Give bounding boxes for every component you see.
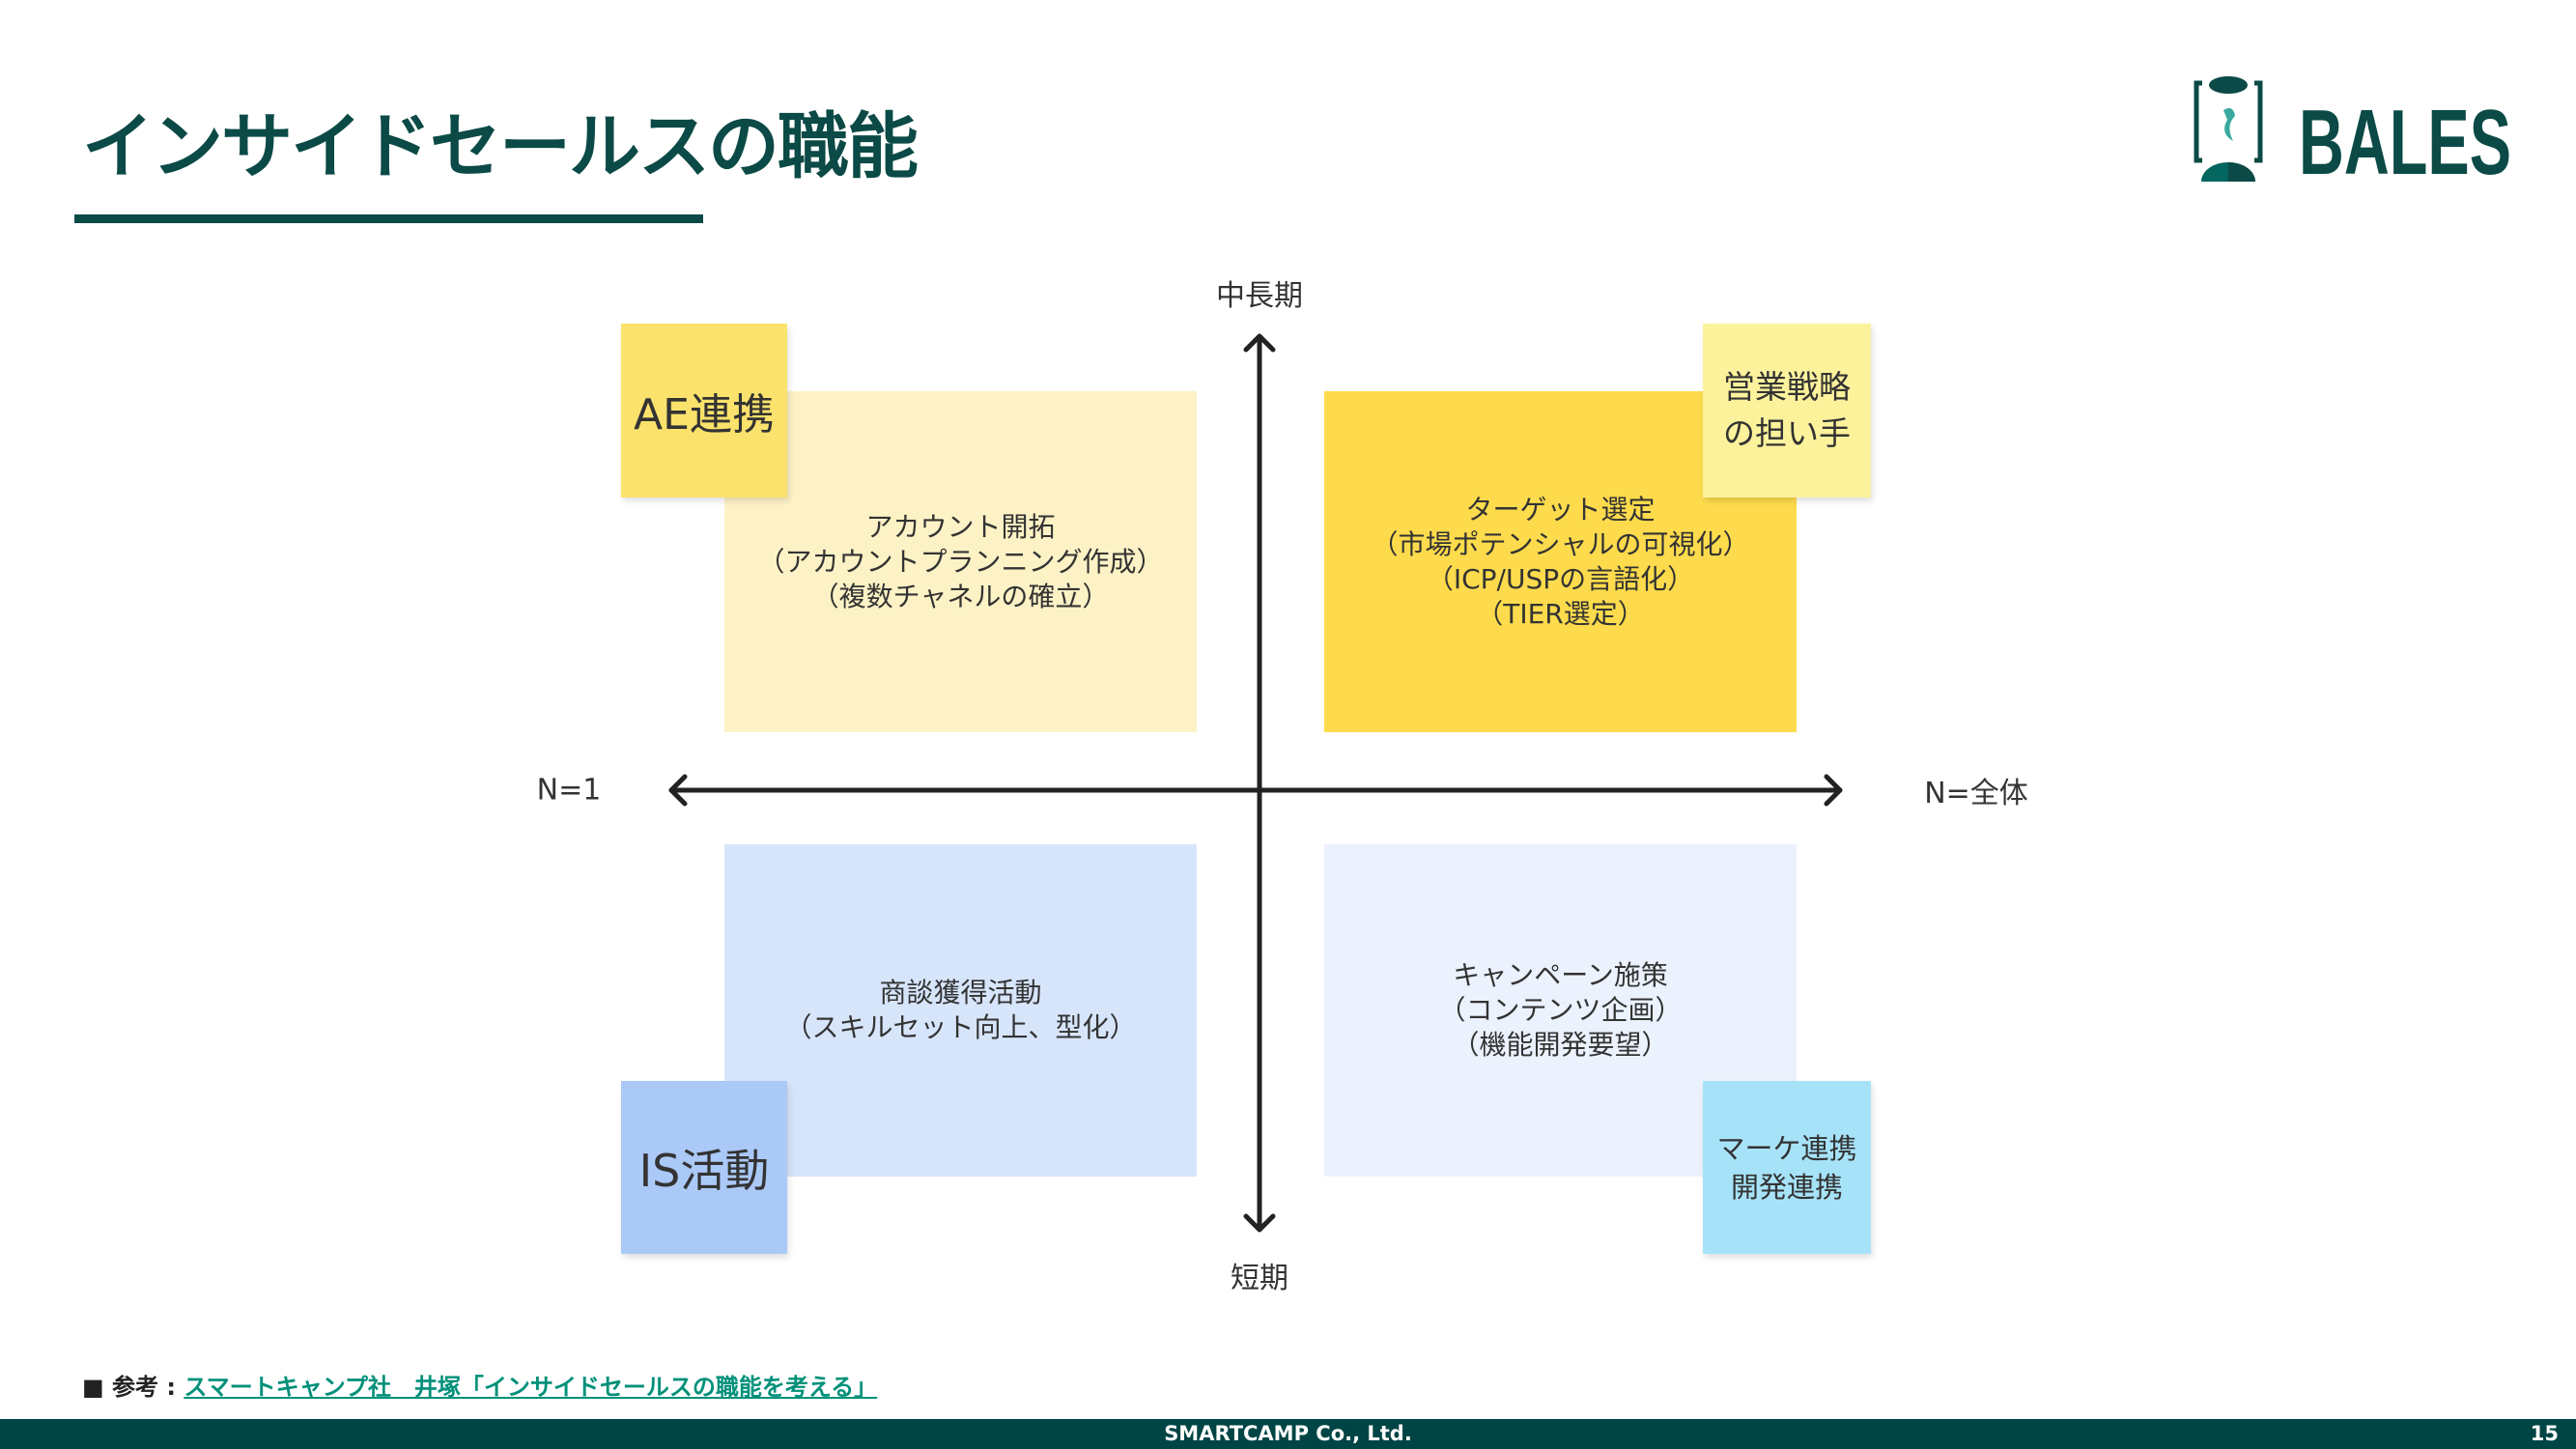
footnote-prefix: ■ 参考 : bbox=[82, 1374, 184, 1401]
reference-link[interactable]: スマートキャンプ社 井塚「インサイドセールスの職能を考える」 bbox=[184, 1374, 878, 1401]
quadrant-bottom-right: キャンペーン施策 （コンテンツ企画） （機能開発要望） bbox=[1324, 844, 1797, 1177]
sticky-marketing: マーケ連携 開発連携 bbox=[1703, 1081, 1871, 1254]
arrow-right-icon bbox=[1824, 774, 1843, 807]
quadrant-top-left: アカウント開拓 （アカウントプランニング作成） （複数チャネルの確立） bbox=[724, 391, 1197, 732]
arrow-up-icon bbox=[1243, 333, 1276, 353]
axis-label-bottom: 短期 bbox=[1231, 1262, 1288, 1295]
footer-company: SMARTCAMP Co., Ltd. bbox=[1164, 1422, 1412, 1445]
axis-label-right: N=全体 bbox=[1924, 777, 2028, 810]
page-number: 15 bbox=[2530, 1422, 2559, 1445]
footnote: ■ 参考 : スマートキャンプ社 井塚「インサイドセールスの職能を考える」 bbox=[82, 1368, 877, 1402]
bales-logo: BALES bbox=[2191, 73, 2515, 195]
axis-label-left: N=1 bbox=[536, 773, 602, 808]
page-title: インサイドセールスの職能 bbox=[82, 105, 919, 188]
title-underline bbox=[74, 214, 703, 223]
sticky-ae: AE連携 bbox=[621, 324, 787, 497]
axis-label-top: 中長期 bbox=[1216, 279, 1303, 313]
arrow-down-icon bbox=[1243, 1213, 1276, 1233]
svg-text:BALES: BALES bbox=[2299, 91, 2511, 194]
sticky-is: IS活動 bbox=[621, 1081, 787, 1254]
sticky-sales-strategy: 営業戦略 の担い手 bbox=[1703, 324, 1871, 497]
footer-bar: SMARTCAMP Co., Ltd. 15 bbox=[0, 1419, 2576, 1449]
arrow-left-icon bbox=[668, 774, 688, 807]
quadrant-bottom-left: 商談獲得活動 （スキルセット向上、型化） bbox=[724, 844, 1197, 1177]
